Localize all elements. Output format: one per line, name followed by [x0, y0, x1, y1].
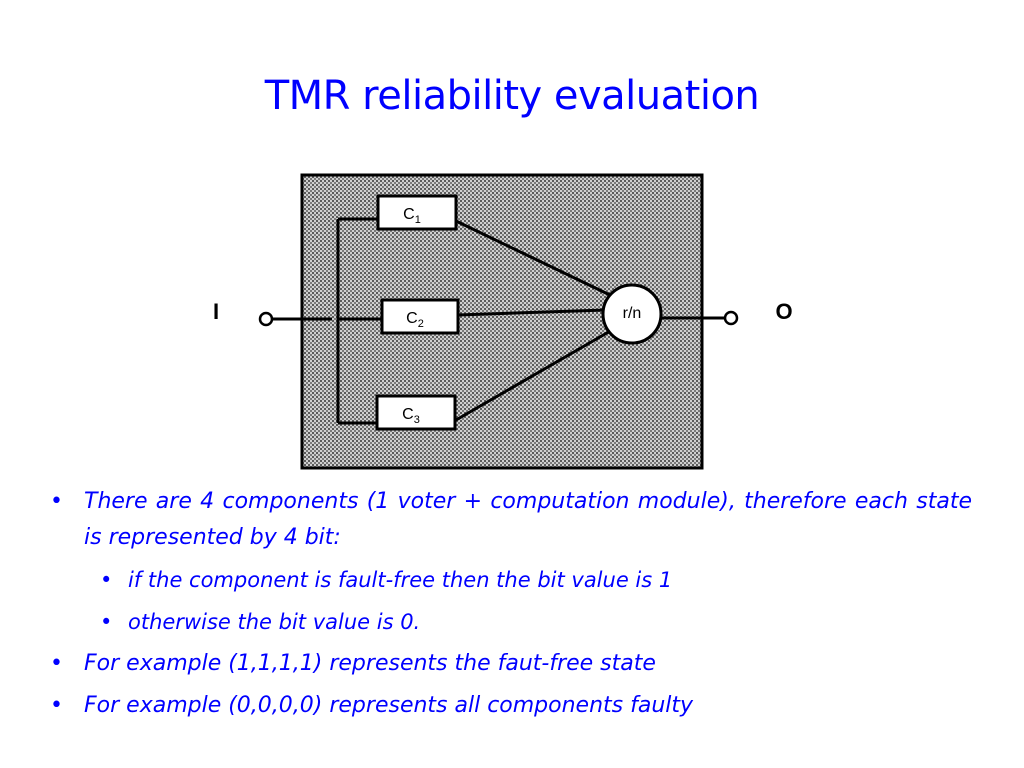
output-label: O	[775, 299, 792, 324]
input-terminal	[258, 311, 274, 327]
module-c1-subscript: 1	[415, 214, 421, 226]
bullet-dot: •	[50, 489, 63, 514]
slide-title: TMR reliability evaluation	[264, 73, 760, 119]
module-c1: C1	[376, 194, 458, 231]
module-c3-label: C	[402, 406, 414, 423]
input-label: I	[213, 299, 219, 324]
output-terminal	[723, 310, 739, 326]
bullet-text: if the component is fault-free then the …	[128, 568, 673, 592]
module-c3-subscript: 3	[414, 414, 420, 426]
module-c1-label: C	[403, 206, 415, 223]
voter: r/n	[601, 283, 663, 345]
bullet-text: otherwise the bit value is 0.	[128, 610, 421, 634]
svg-text:C1: C1	[403, 206, 421, 226]
bullet-dot: •	[100, 610, 113, 634]
bullet-dot: •	[100, 568, 113, 592]
bullet-item: • For example (0,0,0,0) represents all c…	[48, 688, 972, 724]
bullet-list: • There are 4 components (1 voter + comp…	[48, 484, 972, 730]
sub-bullet-item: • otherwise the bit value is 0.	[48, 604, 972, 640]
wiring	[272, 217, 724, 425]
module-c2: C2	[380, 298, 460, 335]
bullet-text: For example (1,1,1,1) represents the fau…	[84, 651, 656, 676]
voter-label: r/n	[623, 305, 642, 322]
bullet-dot: •	[50, 693, 63, 718]
module-c2-subscript: 2	[418, 318, 424, 330]
bullet-text: For example (0,0,0,0) represents all com…	[84, 693, 694, 718]
module-c3: C3	[375, 394, 457, 431]
bullet-item: • There are 4 components (1 voter + comp…	[48, 484, 972, 556]
bullet-dot: •	[50, 651, 63, 676]
sub-bullet-item: • if the component is fault-free then th…	[48, 562, 972, 598]
bullet-text: There are 4 components (1 voter + comput…	[84, 489, 972, 550]
svg-text:C3: C3	[402, 406, 420, 426]
module-c2-label: C	[406, 310, 418, 327]
bullet-item: • For example (1,1,1,1) represents the f…	[48, 646, 972, 682]
svg-text:C2: C2	[406, 310, 424, 330]
